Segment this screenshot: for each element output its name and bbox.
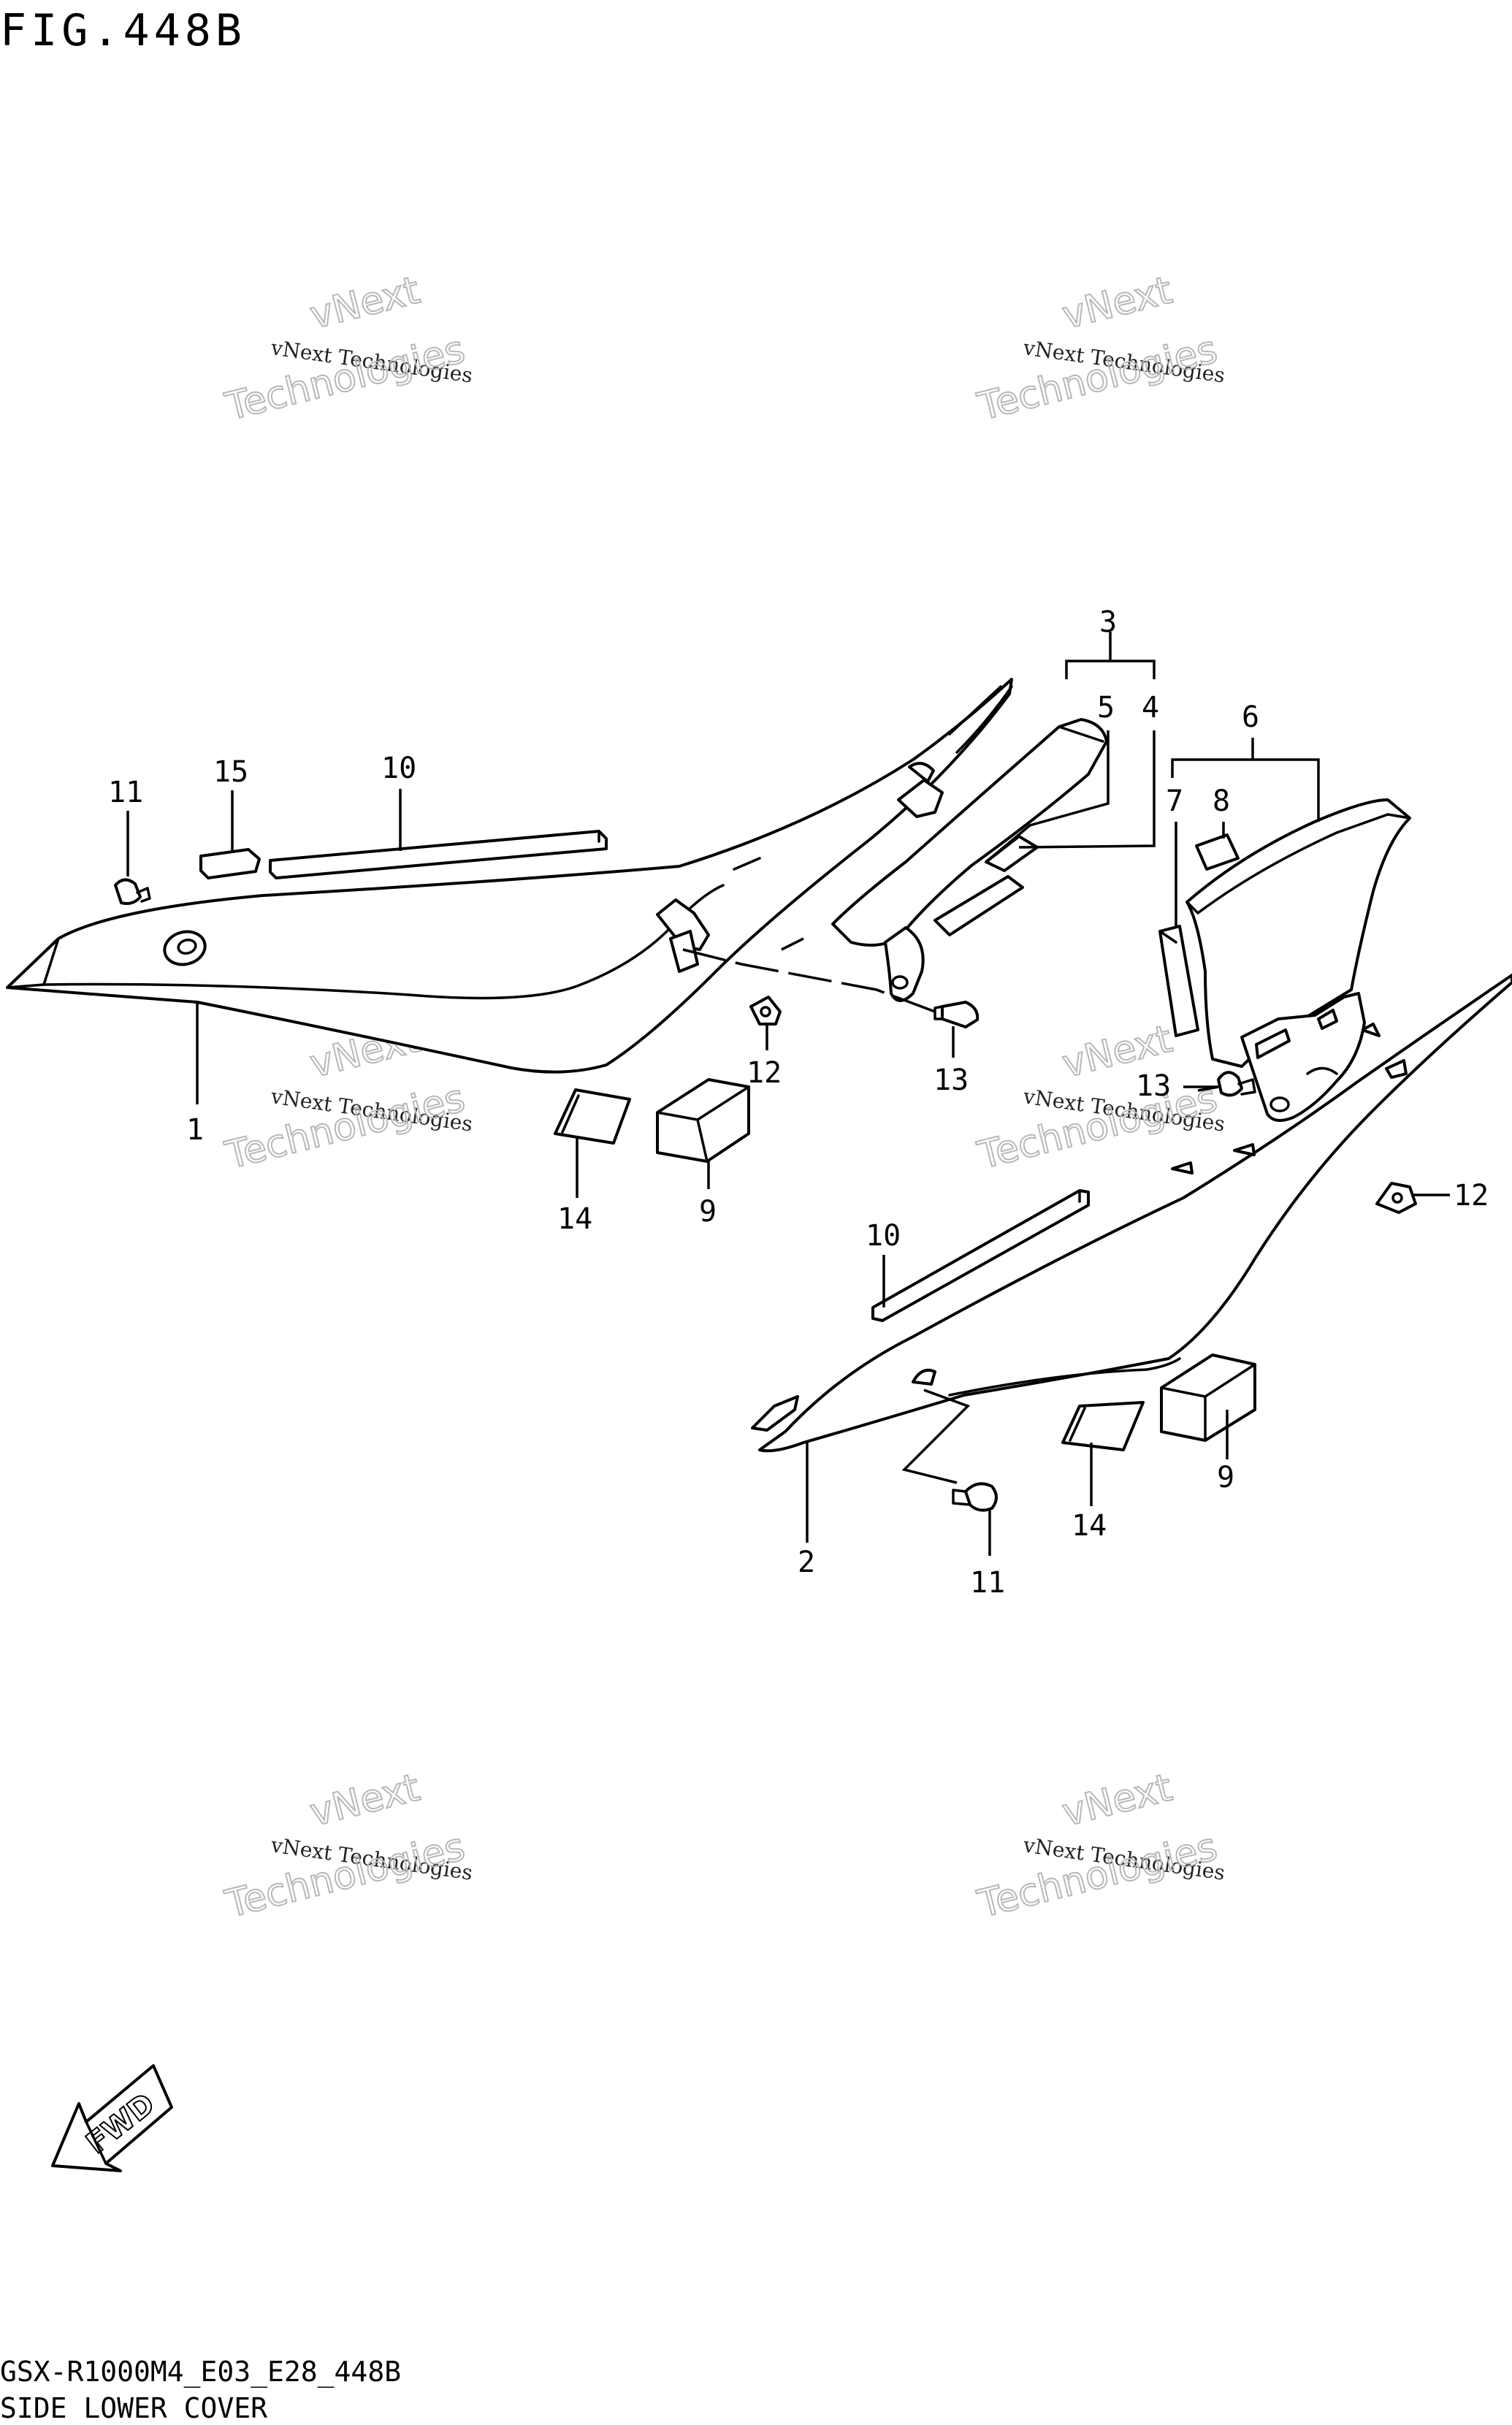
watermark-big-2: Technologies (221, 1825, 470, 1927)
clip-nut-part-12-upper[interactable] (749, 996, 782, 1026)
foam-block-part-9-upper[interactable] (656, 1078, 750, 1163)
callout-labels: 1 2 3 4 5 6 7 8 9 9 10 10 11 11 12 12 13… (108, 606, 1489, 1600)
callout-13-lower: 13 (1136, 1069, 1171, 1103)
callout-4: 4 (1142, 691, 1159, 725)
right-side-cover-part-2[interactable] (751, 974, 1512, 1453)
screw-part-13-lower[interactable] (1217, 1071, 1256, 1097)
callout-7: 7 (1166, 784, 1183, 818)
callout-12-lower: 12 (1454, 1179, 1489, 1212)
callout-6: 6 (1242, 700, 1259, 734)
screw-part-11-upper[interactable] (114, 878, 151, 905)
pad-part-15[interactable] (199, 848, 261, 879)
watermark-top-right: vNext Technologies vNext Technologies (973, 268, 1226, 430)
figure-title: FIG.448B (0, 5, 246, 56)
watermark-big-2: Technologies (221, 328, 470, 429)
foam-strip-part-10-upper[interactable] (269, 830, 608, 879)
watermark-bottom-right: vNext Technologies vNext Technologies (973, 1765, 1226, 1928)
watermark-big-1: vNext (306, 269, 424, 338)
clip-nut-part-12-lower[interactable] (1375, 1182, 1417, 1214)
callout-11-lower: 11 (970, 1566, 1005, 1600)
foam-block-part-9-lower[interactable] (1160, 1353, 1256, 1442)
watermark-big-1: vNext (1058, 1766, 1177, 1836)
callout-1: 1 (186, 1113, 204, 1147)
fwd-arrow-icon: FWD (51, 2064, 173, 2172)
screw-part-13-upper[interactable] (933, 1001, 980, 1028)
callout-14-upper: 14 (557, 1202, 592, 1236)
callout-5: 5 (1097, 691, 1115, 725)
watermark-big-2: Technologies (974, 1077, 1222, 1178)
callout-10-lower: 10 (866, 1219, 901, 1253)
callout-8: 8 (1213, 784, 1230, 818)
watermark-top-left: vNext Technologies vNext Technologies (221, 268, 474, 430)
callout-2: 2 (798, 1546, 815, 1579)
watermark-big-1: vNext (1058, 269, 1177, 338)
watermark-big-2: Technologies (974, 328, 1222, 429)
callout-15: 15 (213, 755, 248, 789)
guide-lines-upper (682, 937, 936, 1013)
watermark-bottom-left: vNext Technologies vNext Technologies (221, 1765, 474, 1928)
screw-part-11-lower[interactable] (952, 1482, 998, 1512)
reflector-bracket-part-3[interactable] (831, 718, 1108, 1002)
watermark-big-2: Technologies (974, 1825, 1222, 1927)
callout-9-lower: 9 (1217, 1461, 1234, 1494)
callout-10-upper: 10 (381, 752, 416, 785)
callout-14-lower: 14 (1072, 1509, 1107, 1543)
callout-leaders (126, 632, 1450, 1556)
watermark-big-2: Technologies (221, 1077, 470, 1178)
tape-part-14-upper[interactable] (554, 1088, 631, 1145)
cover-part-6[interactable] (1158, 798, 1411, 1122)
footer-model-code: GSX-R1000M4_E03_E28_448B (0, 2356, 401, 2388)
callout-9-upper: 9 (699, 1195, 717, 1229)
callout-12-upper: 12 (747, 1056, 782, 1090)
footer-section-name: SIDE LOWER COVER (0, 2392, 267, 2424)
foam-strip-part-10-lower[interactable] (871, 1189, 1090, 1322)
watermark-mid-right: vNext Technologies vNext Technologies (973, 1017, 1226, 1179)
left-side-cover-part-1[interactable] (6, 678, 1013, 1074)
watermark-big-1: vNext (306, 1766, 424, 1836)
callout-13-upper: 13 (933, 1063, 969, 1097)
callout-3: 3 (1099, 606, 1117, 639)
tape-part-14-lower[interactable] (1061, 1401, 1145, 1451)
callout-11-upper: 11 (108, 776, 143, 809)
